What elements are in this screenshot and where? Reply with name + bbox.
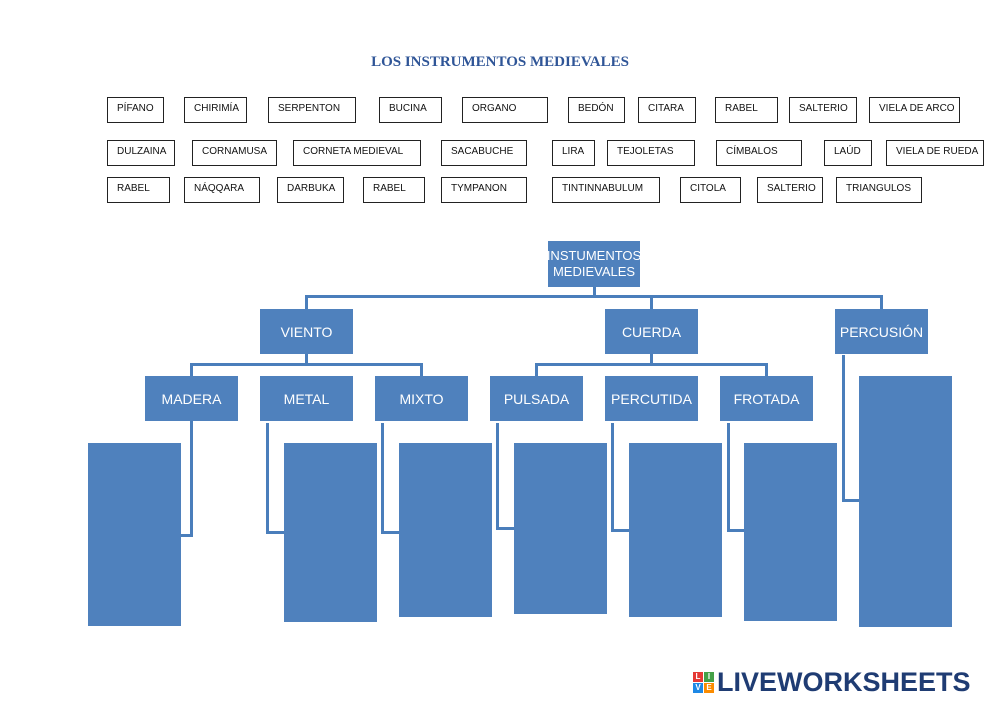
connector-line bbox=[305, 295, 308, 309]
word-tile[interactable]: CÍMBALOS bbox=[716, 140, 802, 166]
logo-text: LIVEWORKSHEETS bbox=[717, 666, 971, 697]
word-tile[interactable]: DARBUKA bbox=[277, 177, 344, 203]
tree-node-frotada: FROTADA bbox=[720, 376, 813, 421]
word-tile[interactable]: BUCINA bbox=[379, 97, 442, 123]
tree-root-label-line1: INSTUMENTOS bbox=[546, 248, 642, 263]
word-tile[interactable]: SALTERIO bbox=[757, 177, 823, 203]
word-tile[interactable]: RABEL bbox=[107, 177, 170, 203]
connector-line bbox=[266, 423, 269, 534]
word-tile[interactable]: SERPENTON bbox=[268, 97, 356, 123]
liveworksheets-logo: L I V E LIVEWORKSHEETS bbox=[693, 666, 971, 697]
connector-line bbox=[650, 353, 653, 365]
drop-zone-madera[interactable] bbox=[88, 443, 181, 626]
word-tile[interactable]: CHIRIMÍA bbox=[184, 97, 247, 123]
connector-line bbox=[420, 363, 423, 376]
connector-line bbox=[650, 295, 653, 309]
word-tile[interactable]: TEJOLETAS bbox=[607, 140, 695, 166]
connector-line bbox=[611, 423, 614, 532]
word-tile[interactable]: BEDÓN bbox=[568, 97, 625, 123]
drop-zone-pulsada[interactable] bbox=[514, 443, 607, 614]
tree-node-mixto: MIXTO bbox=[375, 376, 468, 421]
connector-line bbox=[496, 423, 499, 530]
drop-zone-percutida[interactable] bbox=[629, 443, 722, 617]
word-tile[interactable]: CITARA bbox=[638, 97, 696, 123]
connector-line bbox=[190, 421, 193, 537]
tree-node-cuerda: CUERDA bbox=[605, 309, 698, 354]
word-tile[interactable]: DULZAINA bbox=[107, 140, 175, 166]
word-tile[interactable]: SALTERIO bbox=[789, 97, 857, 123]
connector-line bbox=[381, 531, 400, 534]
connector-line bbox=[496, 527, 515, 530]
connector-line bbox=[765, 363, 768, 376]
connector-line bbox=[190, 363, 423, 366]
connector-line bbox=[190, 363, 193, 376]
connector-line bbox=[727, 423, 730, 532]
word-tile[interactable]: LAÚD bbox=[824, 140, 872, 166]
tree-node-pulsada: PULSADA bbox=[490, 376, 583, 421]
connector-line bbox=[305, 295, 883, 298]
logo-mark-icon: L I V E bbox=[693, 671, 714, 693]
word-tile[interactable]: CORNETA MEDIEVAL bbox=[293, 140, 421, 166]
word-tile[interactable]: VIELA DE ARCO bbox=[869, 97, 960, 123]
word-tile[interactable]: NÁQQARA bbox=[184, 177, 260, 203]
word-tile[interactable]: TINTINNABULUM bbox=[552, 177, 660, 203]
connector-line bbox=[305, 353, 308, 365]
connector-line bbox=[593, 287, 596, 297]
word-tile[interactable]: LIRA bbox=[552, 140, 595, 166]
word-tile[interactable]: CITOLA bbox=[680, 177, 741, 203]
tree-node-metal: METAL bbox=[260, 376, 353, 421]
tree-node-percutida: PERCUTIDA bbox=[605, 376, 698, 421]
drop-zone-percusion[interactable] bbox=[859, 376, 952, 627]
connector-line bbox=[535, 363, 768, 366]
connector-line bbox=[381, 423, 384, 534]
connector-line bbox=[611, 529, 630, 532]
word-tile[interactable]: PÍFANO bbox=[107, 97, 164, 123]
drop-zone-mixto[interactable] bbox=[399, 443, 492, 617]
tree-root-label-line2: MEDIEVALES bbox=[552, 264, 636, 279]
tree-root-node: INSTUMENTOS MEDIEVALES bbox=[546, 241, 642, 287]
tree-node-viento: VIENTO bbox=[260, 309, 353, 354]
connector-line bbox=[181, 534, 193, 537]
drop-zone-metal[interactable] bbox=[284, 443, 377, 622]
word-tile[interactable]: TYMPANON bbox=[441, 177, 527, 203]
drop-zone-frotada[interactable] bbox=[744, 443, 837, 621]
connector-line bbox=[842, 499, 860, 502]
connector-line bbox=[727, 529, 746, 532]
connector-line bbox=[880, 295, 883, 309]
word-tile[interactable]: RABEL bbox=[363, 177, 425, 203]
connector-line bbox=[842, 355, 845, 502]
word-tile[interactable]: ORGANO bbox=[462, 97, 548, 123]
word-tile[interactable]: SACABUCHE bbox=[441, 140, 527, 166]
page-title: LOS INSTRUMENTOS MEDIEVALES bbox=[371, 54, 629, 70]
word-tile[interactable]: RABEL bbox=[715, 97, 778, 123]
tree-node-madera: MADERA bbox=[145, 376, 238, 421]
connector-line bbox=[266, 531, 285, 534]
tree-node-percusion: PERCUSIÓN bbox=[835, 309, 928, 354]
word-tile[interactable]: TRIANGULOS bbox=[836, 177, 922, 203]
word-tile[interactable]: VIELA DE RUEDA bbox=[886, 140, 984, 166]
word-tile[interactable]: CORNAMUSA bbox=[192, 140, 277, 166]
connector-line bbox=[535, 363, 538, 376]
